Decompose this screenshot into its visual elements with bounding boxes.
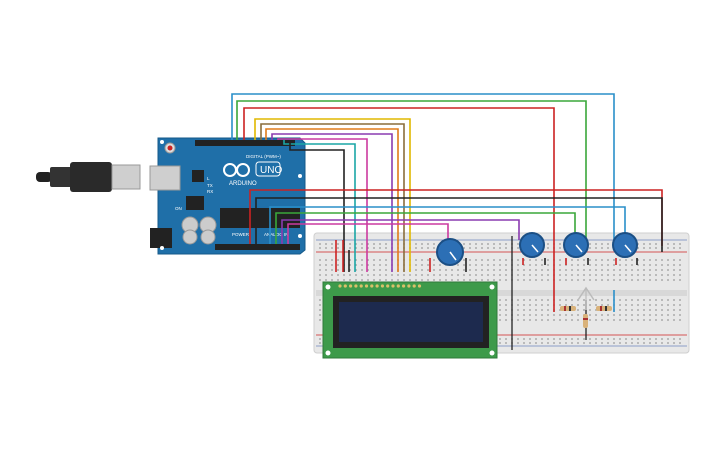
wire-blue-1 (231, 93, 615, 240)
wire-orange-1 (265, 128, 399, 272)
l-label: L (207, 176, 210, 181)
potentiometer-4[interactable] (612, 232, 638, 258)
power-jack (150, 228, 172, 248)
digital-header[interactable] (195, 140, 295, 146)
uno-label: UNO (260, 165, 282, 176)
wire-teal-1 (283, 140, 356, 272)
potentiometer-1[interactable] (436, 238, 464, 266)
wire-purple-analog (281, 219, 520, 244)
potentiometer-2[interactable] (519, 232, 545, 258)
digital-label: DIGITAL (PWM~) (246, 154, 281, 159)
resistor-2[interactable] (596, 306, 612, 311)
lcd-pin-header (338, 284, 422, 288)
power-label: POWER (232, 232, 250, 237)
analog-power-header[interactable] (215, 244, 300, 250)
usb-cable[interactable] (36, 162, 141, 192)
arduino-uno-board[interactable]: ARDUINO UNO DIGITAL (PWM~) ANALOG IN POW… (149, 137, 306, 255)
wire-yellow-1 (254, 118, 411, 272)
arduino-brand-label: ARDUINO (229, 181, 257, 187)
tx-label: TX (207, 183, 213, 188)
wire-black-top (289, 140, 345, 272)
wire-green-1 (236, 100, 587, 240)
wire-pink-1 (277, 138, 368, 272)
lcd-screen (339, 302, 483, 342)
usb-port (149, 165, 181, 191)
potentiometer-3[interactable] (563, 232, 589, 258)
lcd-16x2-module[interactable] (322, 281, 498, 359)
resistor-1[interactable] (560, 306, 576, 311)
wire-blue-analog (269, 206, 626, 244)
wire-red-1 (243, 107, 555, 312)
resistor-3[interactable] (583, 314, 588, 328)
wire-pink-analog (287, 223, 449, 244)
wire-black-ground (255, 197, 663, 252)
rx-label: RX (207, 189, 213, 194)
arduino-logo-icon (223, 163, 250, 177)
rgb-led[interactable] (577, 286, 595, 310)
on-label: ON (175, 206, 182, 211)
wire-purple-1 (271, 133, 393, 272)
wire-green-analog (275, 212, 576, 244)
wires[interactable] (231, 93, 663, 312)
